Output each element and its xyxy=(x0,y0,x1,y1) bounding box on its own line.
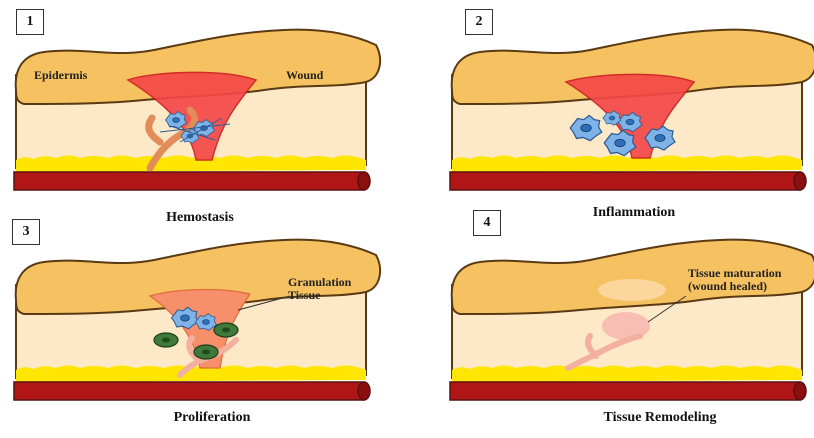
caption-inflammation: Inflammation xyxy=(593,205,675,221)
label-maturation-line2: (wound healed) xyxy=(688,280,781,293)
label-granulation-tissue: Granulation Tissue xyxy=(288,276,351,302)
caption-proliferation: Proliferation xyxy=(174,410,251,426)
label-wound: Wound xyxy=(286,68,323,83)
panel-hemostasis xyxy=(14,30,380,190)
panel-tissue-remodeling xyxy=(450,240,814,400)
label-epidermis: Epidermis xyxy=(34,68,87,83)
label-granulation-line2: Tissue xyxy=(288,289,351,302)
caption-tissue-remodeling: Tissue Remodeling xyxy=(604,410,717,426)
panel-number-2: 2 xyxy=(465,9,493,35)
panel-number-4: 4 xyxy=(473,210,501,236)
panel-number-1: 1 xyxy=(16,9,44,35)
fibroblast-cell xyxy=(214,323,238,337)
fibroblast-cell xyxy=(194,345,218,359)
fibroblast-cell xyxy=(154,333,178,347)
caption-hemostasis: Hemostasis xyxy=(166,210,234,226)
healed-epidermis xyxy=(598,279,666,301)
panel-number-3: 3 xyxy=(12,219,40,245)
label-tissue-maturation: Tissue maturation (wound healed) xyxy=(688,267,781,293)
panel-inflammation xyxy=(450,30,814,190)
panel-proliferation xyxy=(14,240,380,400)
